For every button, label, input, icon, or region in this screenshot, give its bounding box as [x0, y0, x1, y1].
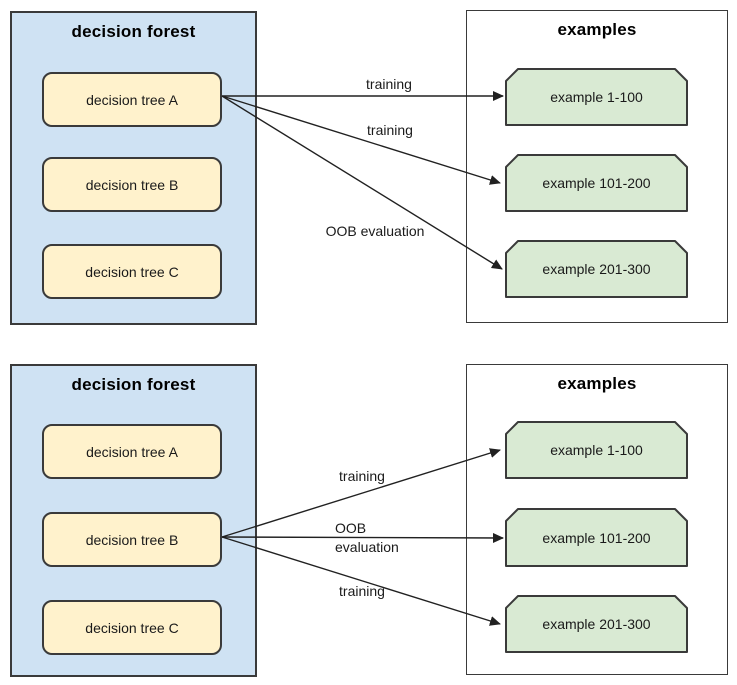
- arrow-oob-b-to-101-200: [221, 532, 504, 543]
- tree-node-b-top-label: decision tree B: [85, 176, 179, 193]
- tree-node-b-bottom-label: decision tree B: [85, 531, 179, 548]
- example-label-101-200-top: example 101-200: [542, 175, 651, 191]
- arrow-label-training-1-bottom: training: [339, 468, 385, 484]
- arrow-training-b-to-201-300: [221, 536, 501, 626]
- forest-title-bottom: decision forest: [71, 375, 196, 394]
- arrow-label-oob-evaluation-bottom: OOB evaluation: [335, 519, 425, 557]
- tree-node-a-top-label: decision tree A: [86, 91, 178, 108]
- tree-node-c-top: decision tree C: [42, 244, 222, 299]
- tree-node-c-top-label: decision tree C: [85, 263, 179, 280]
- tree-node-a-bottom-label: decision tree A: [86, 443, 178, 460]
- example-label-101-200-bottom: example 101-200: [542, 529, 651, 546]
- examples-title-top: examples: [557, 20, 637, 39]
- arrow-label-oob-line1: OOB: [335, 520, 367, 536]
- example-label-1-100-bottom: example 1-100: [550, 442, 643, 458]
- arrow-oob-a-to-201-300: [221, 95, 503, 270]
- forest-box-top: decision forest decision tree A decision…: [10, 11, 257, 325]
- arrow-training-b-to-1-100: [221, 448, 501, 538]
- example-label-201-300-top: example 201-300: [542, 261, 651, 277]
- arrow-training-a-to-101-200: [221, 95, 501, 185]
- example-label-201-300-bottom: example 201-300: [542, 616, 651, 632]
- tree-node-b-top: decision tree B: [42, 157, 222, 212]
- example-node-101-200-bottom: [505, 508, 688, 567]
- tree-node-c-bottom-label: decision tree C: [85, 619, 179, 636]
- example-node-201-300-bottom: [505, 595, 688, 653]
- arrow-label-training-2-bottom: training: [339, 583, 385, 599]
- example-node-101-200-top: [505, 154, 688, 212]
- tree-node-b-bottom: decision tree B: [42, 512, 222, 567]
- arrow-label-oob-evaluation-top: OOB evaluation: [325, 223, 425, 239]
- example-node-1-100-bottom: [505, 421, 688, 479]
- arrow-label-training-1-top: training: [366, 76, 412, 92]
- arrow-label-oob-line2: evaluation: [335, 539, 399, 555]
- forest-title-top: decision forest: [71, 22, 196, 41]
- example-node-1-100-top: [505, 68, 688, 126]
- tree-node-a-bottom: decision tree A: [42, 424, 222, 479]
- tree-node-c-bottom: decision tree C: [42, 600, 222, 655]
- example-label-1-100-top: example 1-100: [550, 89, 643, 105]
- tree-node-a-top: decision tree A: [42, 72, 222, 127]
- example-node-201-300-top: [505, 240, 688, 298]
- arrow-label-training-2-top: training: [367, 122, 413, 138]
- forest-box-bottom: decision forest decision tree A decision…: [10, 364, 257, 677]
- examples-title-bottom: examples: [557, 374, 637, 393]
